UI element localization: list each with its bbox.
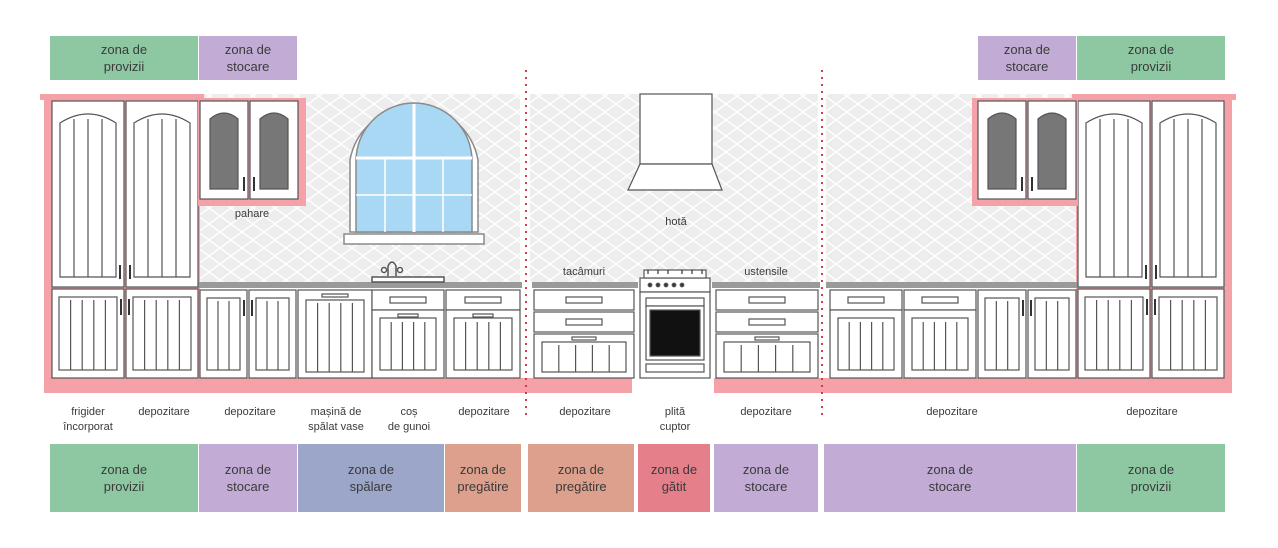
caption-storage-1: depozitare: [138, 406, 190, 418]
caption-storage-3: depozitare: [458, 406, 510, 418]
caption-storage-2: depozitare: [224, 406, 276, 418]
window: [343, 102, 485, 245]
caption-fridge: frigider încorporat: [63, 406, 113, 433]
top-zone-stocare-right: zona de stocare: [978, 36, 1076, 80]
caption-storage-4: depozitare: [559, 406, 611, 418]
bottom-zone-stocare-2: zona de stocare: [714, 444, 818, 512]
caption-trash: coș de gunoi: [387, 406, 431, 433]
bottom-zone-stocare-1: zona de stocare: [199, 444, 297, 512]
caption-storage-7: depozitare: [1126, 406, 1178, 418]
caption-storage-6: depozitare: [926, 406, 978, 418]
bottom-zone-spalare: zona de spălare: [298, 444, 444, 512]
countertop-center-r: [712, 282, 820, 288]
countertop-left: [198, 282, 522, 288]
top-zone-stocare-left: zona de stocare: [199, 36, 297, 80]
label-utensils: ustensile: [744, 266, 788, 278]
label-glasses: pahare: [234, 208, 270, 220]
caption-stove: plită cuptor: [659, 406, 691, 433]
caption-storage-5: depozitare: [740, 406, 792, 418]
label-hood: hotă: [665, 216, 687, 228]
countertop-right: [826, 282, 1078, 288]
label-cutlery: tacâmuri: [562, 266, 606, 278]
countertop-center-l: [532, 282, 638, 288]
faucet: [371, 261, 445, 283]
bottom-zone-pregatire-1: zona de pregătire: [445, 444, 521, 512]
stove: [639, 269, 711, 379]
caption-dishwasher: mașină de spălat vase: [308, 406, 364, 433]
bottom-zone-stocare-3: zona de stocare: [824, 444, 1076, 512]
top-zone-provizii-left: zona de provizii: [50, 36, 198, 80]
bottom-zone-provizii-right: zona de provizii: [1077, 444, 1225, 512]
bottom-zone-provizii-left: zona de provizii: [50, 444, 198, 512]
bottom-zone-gatit: zona de gătit: [638, 444, 710, 512]
bottom-zone-pregatire-2: zona de pregătire: [528, 444, 634, 512]
top-zone-provizii-right: zona de provizii: [1077, 36, 1225, 80]
range-hood: [627, 93, 723, 191]
